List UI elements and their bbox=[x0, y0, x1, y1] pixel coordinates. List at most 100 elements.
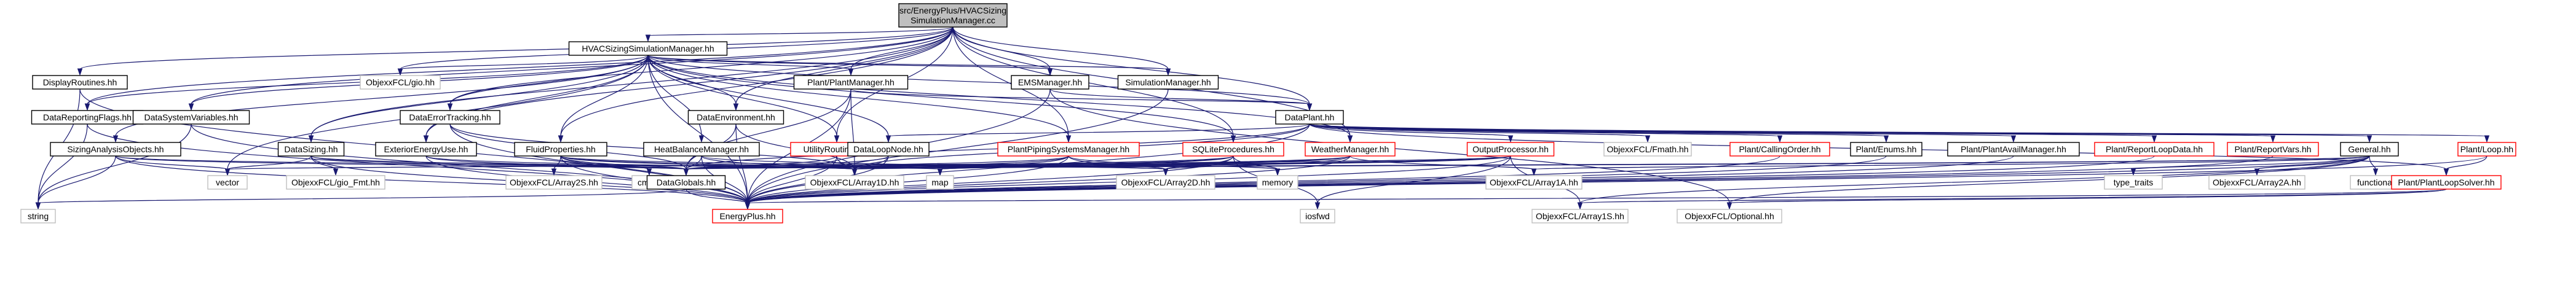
edge-line bbox=[38, 188, 687, 204]
edge-arrowhead bbox=[447, 103, 453, 111]
node-box bbox=[1182, 142, 1284, 157]
node-box bbox=[687, 110, 784, 125]
node-hbm[interactable]: HeatBalanceManager.hh bbox=[643, 142, 760, 157]
node-disp[interactable]: DisplayRoutines.hh bbox=[32, 75, 128, 90]
node-dsiz[interactable]: DataSizing.hh bbox=[277, 142, 345, 157]
node-pco[interactable]: Plant/CallingOrder.hh bbox=[1729, 142, 1830, 157]
edge-arrowhead bbox=[2151, 135, 2157, 143]
node-box bbox=[926, 175, 954, 190]
edge-line bbox=[647, 55, 1234, 137]
node-label: ExteriorEnergyUse.hh bbox=[384, 144, 468, 154]
node-box bbox=[20, 209, 56, 223]
node-prld[interactable]: Plant/ReportLoopData.hh bbox=[2094, 142, 2214, 157]
edge-dsv-to-ep bbox=[191, 123, 751, 210]
edge-arrowhead bbox=[558, 135, 564, 143]
edge-line bbox=[1049, 88, 1310, 105]
node-label: EMSManager.hh bbox=[1018, 77, 1082, 87]
node-box bbox=[286, 175, 385, 190]
node-dplant[interactable]: DataPlant.hh bbox=[1275, 110, 1344, 125]
node-string: string bbox=[20, 209, 56, 223]
node-label: vector bbox=[216, 177, 239, 187]
node-ploop[interactable]: Plant/Loop.hh bbox=[2457, 142, 2516, 157]
node-ppm[interactable]: Plant/PlantManager.hh bbox=[793, 75, 909, 90]
node-det[interactable]: DataErrorTracking.hh bbox=[400, 110, 500, 125]
node-label: OutputProcessor.hh bbox=[1472, 144, 1549, 154]
node-ems[interactable]: EMSManager.hh bbox=[1011, 75, 1089, 90]
node-label: type_traits bbox=[2114, 177, 2154, 187]
edge-line bbox=[38, 123, 88, 204]
node-label: ObjexxFCL/Optional.hh bbox=[1685, 211, 1774, 221]
edge-arrowhead bbox=[645, 34, 651, 42]
node-label: DataGlobals.hh bbox=[657, 177, 716, 187]
node-label: HVACSizingSimulationManager.hh bbox=[582, 44, 714, 53]
node-dsv[interactable]: DataSystemVariables.hh bbox=[132, 110, 250, 125]
edge-arrowhead bbox=[1163, 168, 1169, 176]
node-root[interactable]: src/EnergyPlus/HVACSizingSimulationManag… bbox=[898, 3, 1008, 28]
edge-pls-to-a1s bbox=[1577, 188, 2447, 210]
edge-line bbox=[747, 155, 1887, 204]
node-sao[interactable]: SizingAnalysisObjects.hh bbox=[50, 142, 181, 157]
node-a2a: ObjexxFCL/Array2A.hh bbox=[2208, 175, 2305, 190]
node-pavail[interactable]: Plant/PlantAvailManager.hh bbox=[1947, 142, 2080, 157]
node-label: ObjexxFCL/gio.hh bbox=[366, 77, 435, 87]
edge-root-to-ppm bbox=[848, 26, 954, 76]
node-label: DataErrorTracking.hh bbox=[409, 112, 491, 122]
node-a2s: ObjexxFCL/Array2S.hh bbox=[505, 175, 603, 190]
node-label: map bbox=[931, 177, 948, 187]
edge-dplant-to-op bbox=[1309, 123, 1514, 143]
edge-arrowhead bbox=[683, 168, 689, 176]
node-map: map bbox=[926, 175, 954, 190]
edge-hsm-to-dln bbox=[647, 55, 891, 143]
node-denv[interactable]: DataEnvironment.hh bbox=[687, 110, 784, 125]
edge-line bbox=[747, 88, 1169, 204]
node-ppsm[interactable]: PlantPipingSystemsManager.hh bbox=[997, 142, 1140, 157]
node-simm[interactable]: SimulationManager.hh bbox=[1117, 75, 1219, 90]
edge-gen-to-a1a bbox=[1531, 155, 2370, 176]
edge-line bbox=[400, 55, 649, 70]
node-box bbox=[898, 3, 1008, 28]
node-box bbox=[1275, 110, 1344, 125]
node-gen[interactable]: General.hh bbox=[2340, 142, 2399, 157]
node-dglob[interactable]: DataGlobals.hh bbox=[646, 175, 726, 190]
node-drf[interactable]: DataReportingFlags.hh bbox=[31, 110, 144, 125]
node-label: DataReportingFlags.hh bbox=[43, 112, 132, 122]
edge-op-to-vector bbox=[224, 155, 1511, 176]
node-sql[interactable]: SQLiteProcedures.hh bbox=[1182, 142, 1284, 157]
node-box bbox=[2104, 175, 2163, 190]
node-wm[interactable]: WeatherManager.hh bbox=[1305, 142, 1396, 157]
edge-arrowhead bbox=[745, 202, 751, 210]
node-box bbox=[2094, 142, 2214, 157]
edge-arrowhead bbox=[1314, 202, 1321, 210]
edge-line bbox=[2369, 155, 2376, 170]
edge-line bbox=[647, 55, 851, 70]
node-label: General.hh bbox=[2348, 144, 2390, 154]
edge-line bbox=[952, 26, 1169, 70]
edge-arrowhead bbox=[646, 168, 652, 176]
node-box bbox=[712, 209, 783, 223]
edge-pls-to-opt bbox=[1726, 188, 2447, 210]
edge-line bbox=[2256, 155, 2370, 170]
node-ep[interactable]: EnergyPlus.hh bbox=[712, 209, 783, 223]
edge-line bbox=[1309, 123, 1511, 137]
edge-line bbox=[647, 55, 889, 137]
edge-arrowhead bbox=[1645, 135, 1651, 143]
node-dln[interactable]: DataLoopNode.hh bbox=[847, 142, 930, 157]
node-hsm[interactable]: HVACSizingSimulationManager.hh bbox=[568, 41, 728, 56]
node-eeu[interactable]: ExteriorEnergyUse.hh bbox=[375, 142, 477, 157]
node-op[interactable]: OutputProcessor.hh bbox=[1466, 142, 1555, 157]
edge-line bbox=[850, 88, 1310, 105]
edge-hsm-to-ppm bbox=[647, 55, 854, 76]
node-fp[interactable]: FluidProperties.hh bbox=[514, 142, 607, 157]
edge-arrowhead bbox=[2270, 135, 2276, 143]
node-penum[interactable]: Plant/Enums.hh bbox=[1850, 142, 1922, 157]
edge-line bbox=[685, 155, 889, 170]
edge-fp-to-a2s bbox=[551, 155, 561, 176]
edge-line bbox=[747, 155, 2155, 204]
node-prv[interactable]: Plant/ReportVars.hh bbox=[2227, 142, 2319, 157]
edge-arrowhead bbox=[1165, 68, 1171, 76]
node-label: SizingAnalysisObjects.hh bbox=[67, 144, 164, 154]
node-pls[interactable]: Plant/PlantLoopSolver.hh bbox=[2391, 175, 2502, 190]
node-label: Plant/Enums.hh bbox=[1856, 144, 1917, 154]
node-label: ObjexxFCL/Array1S.hh bbox=[1536, 211, 1624, 221]
edge-root-to-ems bbox=[952, 26, 1053, 76]
